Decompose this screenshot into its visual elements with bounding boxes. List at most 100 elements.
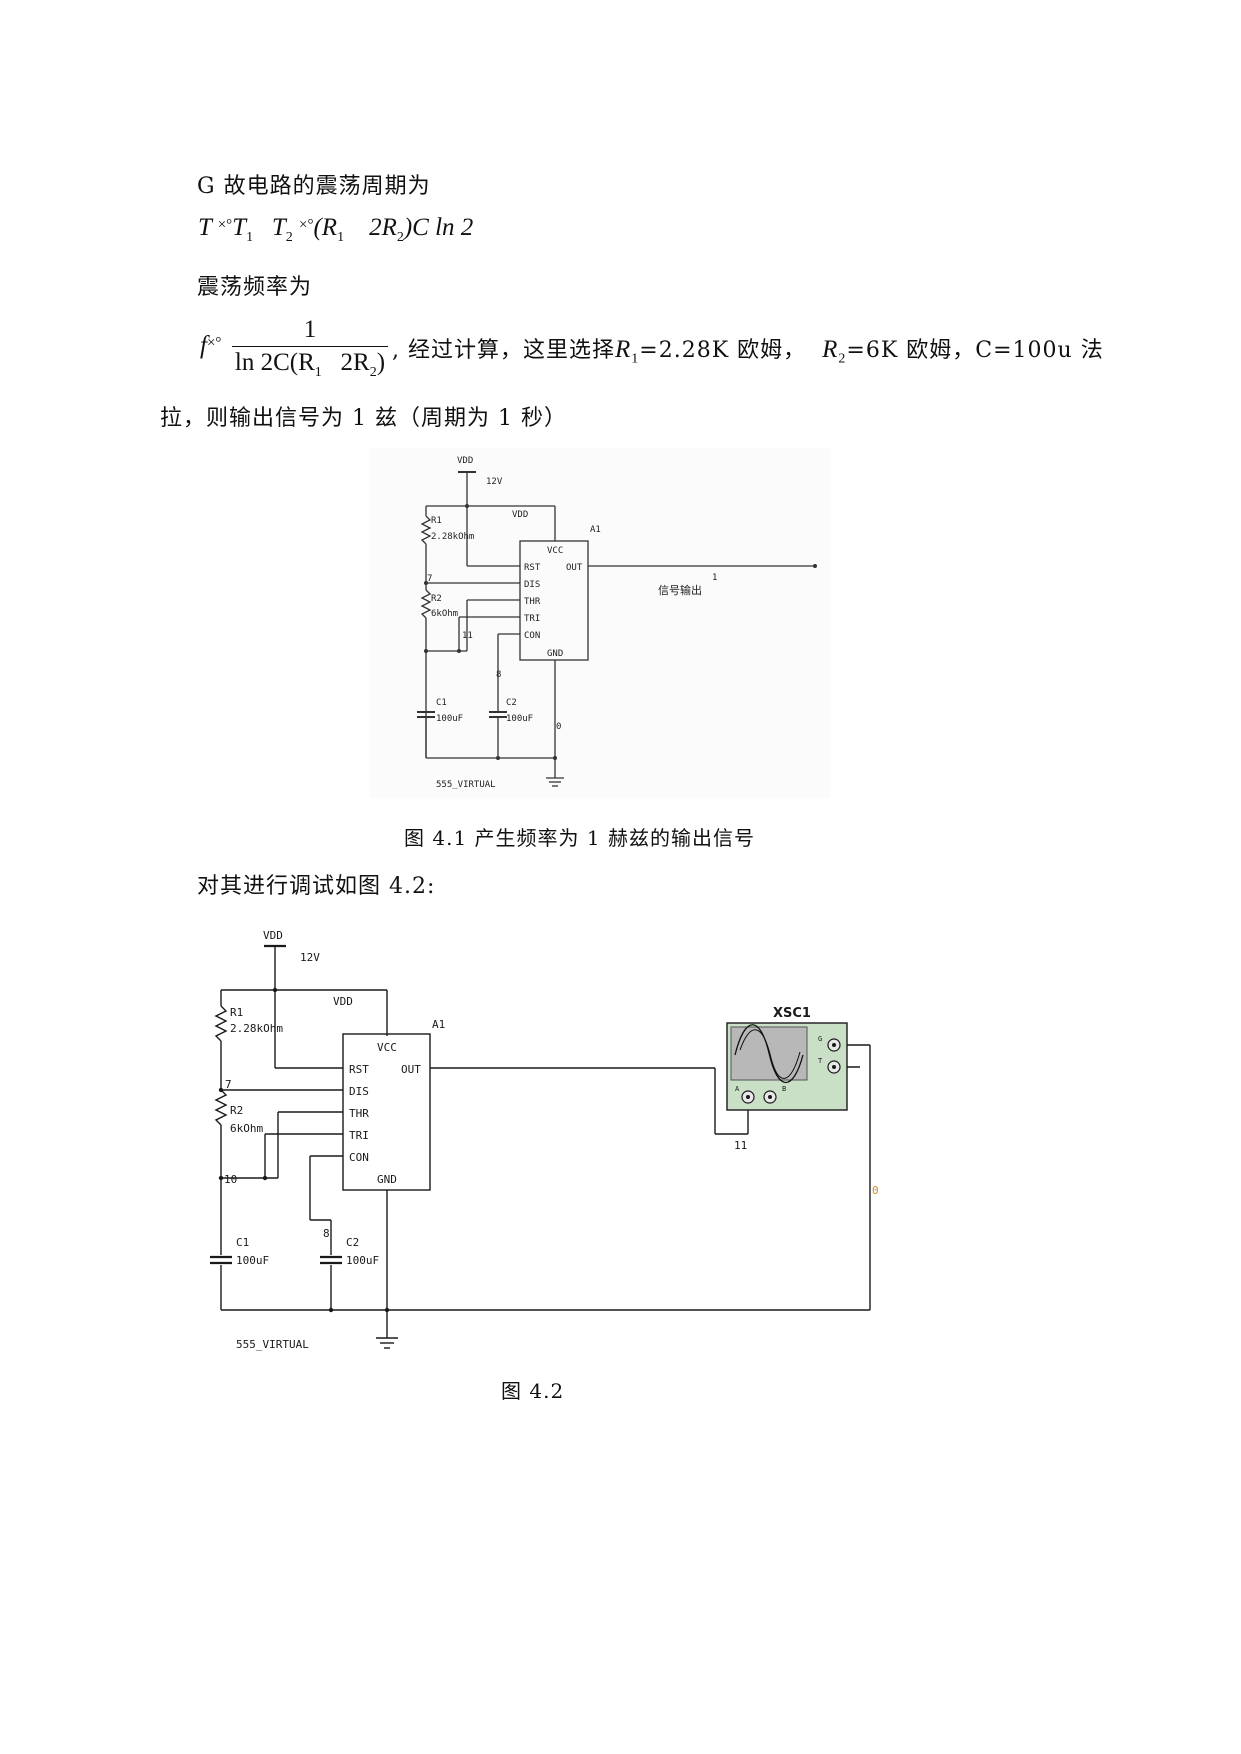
paragraph-text: , 经过计算，这里选择	[392, 338, 615, 363]
paragraph-text: =6K 欧姆，C=100u 法	[846, 338, 1104, 363]
pin-out: OUT	[566, 563, 583, 573]
label-vdd: VDD	[457, 456, 473, 466]
label-c2: C2	[346, 1236, 359, 1249]
fraction-denominator-part: 2R	[340, 349, 370, 376]
paragraph-frequency-intro: 震荡频率为	[197, 275, 313, 300]
fraction-denominator: ln 2C(R1 2R2)	[232, 346, 388, 381]
label-vdd: VDD	[263, 929, 283, 942]
paragraph-period-intro: G 故电路的震荡周期为	[197, 174, 431, 199]
formula-frequency-symbol: f×°	[200, 332, 221, 360]
formula-frequency-fraction: 1 ln 2C(R1 2R2)	[232, 316, 388, 381]
label-scope-g: G	[818, 1035, 822, 1043]
fraction-denominator-part: )	[376, 349, 386, 376]
formula-subscript: 2	[396, 230, 404, 245]
label-c2-value: 100uF	[506, 714, 533, 724]
node-0: 0	[556, 722, 561, 732]
formula-period: T ×°T1 T2 ×°(R1 2R2)C ln 2	[198, 214, 473, 246]
pin-con: CON	[349, 1151, 369, 1164]
label-c1: C1	[436, 698, 447, 708]
waveform-icon	[739, 1029, 801, 1079]
label-scope-b: B	[782, 1085, 786, 1093]
paragraph-debug-intro: 对其进行调试如图 4.2:	[197, 874, 436, 899]
pin-thr: THR	[524, 597, 541, 607]
formula-symbol: f	[200, 332, 207, 359]
pin-rst: RST	[524, 563, 541, 573]
label-chip: A1	[590, 525, 601, 535]
oscilloscope[interactable]	[726, 1022, 848, 1111]
label-c2-value: 100uF	[346, 1254, 379, 1267]
label-r2: R2	[431, 594, 442, 604]
label-supply: 12V	[486, 477, 503, 487]
formula-symbol: T	[271, 214, 286, 241]
fraction-denominator-subscript: 1	[314, 365, 322, 380]
label-scope-a: A	[735, 1085, 740, 1093]
node-1: 1	[712, 573, 717, 583]
chip-555	[342, 1033, 431, 1191]
label-scope-t: T	[818, 1057, 823, 1065]
label-c1: C1	[236, 1236, 249, 1249]
label-r1-value: 2.28kOhm	[431, 532, 474, 542]
pin-tri: TRI	[349, 1129, 369, 1142]
label-c1-value: 100uF	[436, 714, 463, 724]
formula-subscript: 1	[246, 230, 254, 245]
fraction-denominator-part: ln 2C(R	[234, 349, 315, 376]
formula-symbol: ×°	[206, 335, 222, 351]
formula-symbol: 2R	[369, 214, 397, 241]
label-chip-model: 555_VIRTUAL	[436, 780, 496, 790]
label-r2-value: 6kOhm	[230, 1122, 263, 1135]
pin-dis: DIS	[524, 580, 540, 590]
label-chip-model: 555_VIRTUAL	[236, 1338, 309, 1351]
circuit-figure-2: VDD 12V VDD A1 R1 2.28kOhm R2 6kOhm VCC …	[210, 929, 879, 1351]
pin-vcc: VCC	[547, 546, 563, 556]
label-vdd-chip: VDD	[333, 995, 353, 1008]
pin-thr: THR	[349, 1107, 369, 1120]
circuit-figure-1: VDD 12V VDD A1 R1 2.28kOhm R2 6kOhm VCC …	[370, 448, 830, 798]
label-vdd-chip: VDD	[512, 510, 528, 520]
label-c1-value: 100uF	[236, 1254, 269, 1267]
pin-tri: TRI	[524, 614, 540, 624]
pin-con: CON	[524, 631, 540, 641]
formula-symbol: R	[615, 336, 632, 363]
chip-555	[519, 540, 589, 661]
pin-out: OUT	[401, 1063, 421, 1076]
paragraph-output-signal: 拉，则输出信号为 1 兹（周期为 1 秒）	[160, 406, 567, 431]
node-8: 8	[496, 670, 501, 680]
paragraph-text: =2.28K 欧姆，	[639, 338, 807, 363]
formula-subscript: 2	[285, 230, 293, 245]
node-11: 11	[462, 631, 473, 641]
pin-vcc: VCC	[377, 1041, 397, 1054]
paragraph-component-selection: , 经过计算，这里选择R1=2.28K 欧姆， R2=6K 欧姆，C=100u …	[392, 332, 1104, 367]
formula-symbol: T	[198, 214, 212, 241]
node-7: 7	[225, 1078, 232, 1091]
node-10: 10	[224, 1173, 237, 1186]
label-scope: XSC1	[773, 1006, 811, 1021]
label-chip: A1	[432, 1018, 445, 1031]
formula-subscript: 1	[631, 351, 640, 367]
pin-gnd: GND	[547, 649, 563, 659]
pin-rst: RST	[349, 1063, 369, 1076]
figure-background	[370, 448, 830, 798]
pin-dis: DIS	[349, 1085, 369, 1098]
formula-symbol: ×°	[298, 217, 314, 233]
label-supply: 12V	[300, 951, 320, 964]
figure-2-caption: 图 4.2	[501, 1379, 565, 1403]
formula-subscript: 1	[337, 230, 345, 245]
pin-gnd: GND	[377, 1173, 397, 1186]
label-r1-value: 2.28kOhm	[230, 1022, 283, 1035]
formula-symbol: ×°	[217, 217, 233, 233]
waveform-icon	[734, 1024, 804, 1084]
figure-1-caption: 图 4.1 产生频率为 1 赫兹的输出信号	[404, 826, 755, 850]
label-r2: R2	[230, 1104, 243, 1117]
formula-symbol: R	[822, 336, 839, 363]
label-r2-value: 6kOhm	[431, 609, 458, 619]
node-11: 11	[734, 1139, 747, 1152]
fraction-numerator: 1	[303, 316, 317, 343]
node-0: 0	[872, 1184, 879, 1197]
formula-symbol: )C ln 2	[403, 214, 474, 241]
node-8: 8	[323, 1227, 330, 1240]
formula-symbol: (R	[313, 214, 338, 241]
fraction-denominator-subscript: 2	[369, 365, 377, 380]
label-c2: C2	[506, 698, 517, 708]
formula-subscript: 2	[838, 351, 847, 367]
label-r1: R1	[230, 1006, 243, 1019]
